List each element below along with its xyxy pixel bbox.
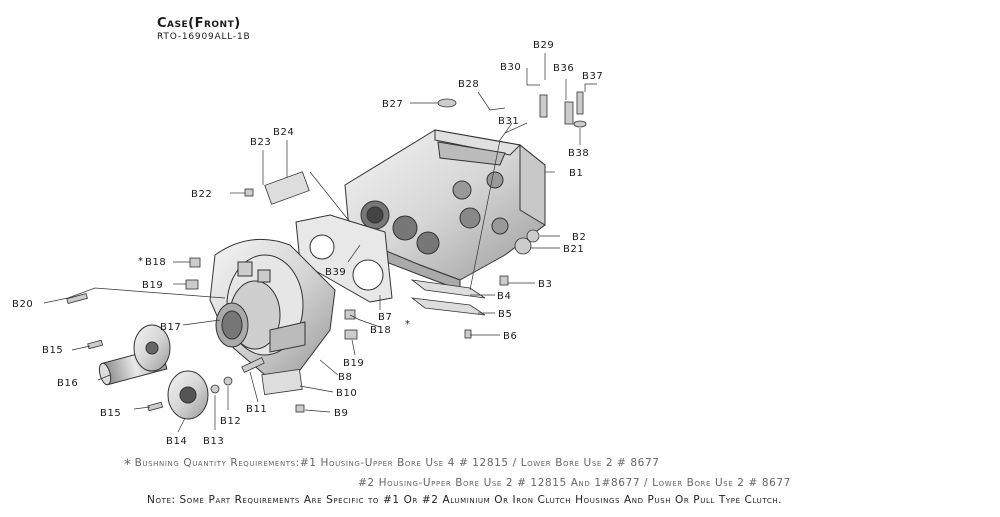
bushing-b19 (185, 279, 199, 290)
nut-b13 (210, 384, 220, 394)
gasket-b7 (295, 214, 393, 303)
general-note: Note: Some Part Requirements Are Specifi… (147, 494, 783, 506)
label-b18a: B18 (145, 257, 166, 268)
bolt-b20 (66, 292, 88, 304)
screw-b22 (244, 188, 254, 197)
callout-labels: B1 B2 B21 B3 B4 B5 B6 B7 B8 B9 B10 B11 B… (12, 40, 603, 447)
label-b20: B20 (12, 299, 33, 310)
bushing-note-line-2: #2 Housing-Upper Bore Use 2 # 12815 And … (358, 477, 791, 489)
bolt-b37 (576, 91, 584, 115)
cap-b27 (437, 98, 457, 108)
stud-b11 (241, 357, 265, 373)
screw-b9 (295, 404, 305, 413)
label-b11: B11 (246, 404, 267, 415)
input-shaft-b16 (98, 324, 171, 386)
label-b24: B24 (273, 127, 294, 138)
note-asterisk: * (124, 457, 132, 473)
label-b2: B2 (572, 232, 586, 243)
label-b12: B12 (220, 416, 241, 427)
bolt-b6 (464, 329, 472, 339)
bushing-b19b (344, 329, 358, 340)
clutch-housing-b17 (209, 238, 336, 376)
label-b7: B7 (378, 312, 392, 323)
label-b36: B36 (553, 63, 574, 74)
gasket-b4 (410, 279, 486, 299)
label-b16: B16 (57, 378, 78, 389)
label-b14: B14 (166, 436, 187, 447)
diagram-part-number: RTO-16909ALL-1B (157, 32, 251, 42)
bearing-cap-b14 (167, 370, 209, 420)
small-parts (66, 91, 587, 413)
label-b19a: B19 (142, 280, 163, 291)
label-b3: B3 (538, 279, 552, 290)
bolt-b15b (147, 401, 164, 412)
label-b27: B27 (382, 99, 403, 110)
label-b4: B4 (497, 291, 511, 302)
washer-b12 (223, 376, 233, 386)
label-b1: B1 (569, 168, 583, 179)
label-b37: B37 (582, 71, 603, 82)
bushing-note-line-1: *Bushning Quantity Requirements:#1 Housi… (124, 457, 660, 473)
label-b22: B22 (191, 189, 212, 200)
label-b31: B31 (498, 116, 519, 127)
label-b8: B8 (338, 372, 352, 383)
bolt-b15a (87, 339, 104, 350)
bushing-note-text-1: Bushning Quantity Requirements:#1 Housin… (134, 457, 660, 469)
plug-b2 (526, 229, 540, 243)
plate-b5 (410, 297, 486, 316)
label-b38: B38 (568, 148, 589, 159)
label-b28: B28 (458, 79, 479, 90)
label-b29: B29 (533, 40, 554, 51)
label-b18b-star: * (405, 319, 411, 330)
spring-b36 (564, 101, 574, 125)
label-b15a: B15 (42, 345, 63, 356)
leader-lines (43, 53, 597, 433)
label-b21: B21 (563, 244, 584, 255)
label-b39: B39 (325, 267, 346, 278)
diagram-title: Case(Front) (157, 16, 241, 31)
bushing-b18b (344, 309, 356, 320)
spring-b29-b30 (539, 94, 548, 118)
label-b15b: B15 (100, 408, 121, 419)
label-b18b: B18 (370, 325, 391, 336)
gasket-b10 (261, 369, 303, 395)
transmission-case-b1 (344, 129, 546, 291)
bushing-b18 (189, 257, 201, 268)
label-b5: B5 (498, 309, 512, 320)
label-b9: B9 (334, 408, 348, 419)
label-b19b: B19 (343, 358, 364, 369)
fitting-b3 (499, 275, 509, 286)
label-b6: B6 (503, 331, 517, 342)
plug-b21 (514, 237, 532, 255)
label-b18-star: * (138, 256, 144, 267)
cover-plate-b23-b24 (264, 171, 310, 205)
label-b23: B23 (250, 137, 271, 148)
label-b13: B13 (203, 436, 224, 447)
label-b30: B30 (500, 62, 521, 73)
washer-b38 (573, 120, 587, 128)
label-b10: B10 (336, 388, 357, 399)
label-b17: B17 (160, 322, 181, 333)
